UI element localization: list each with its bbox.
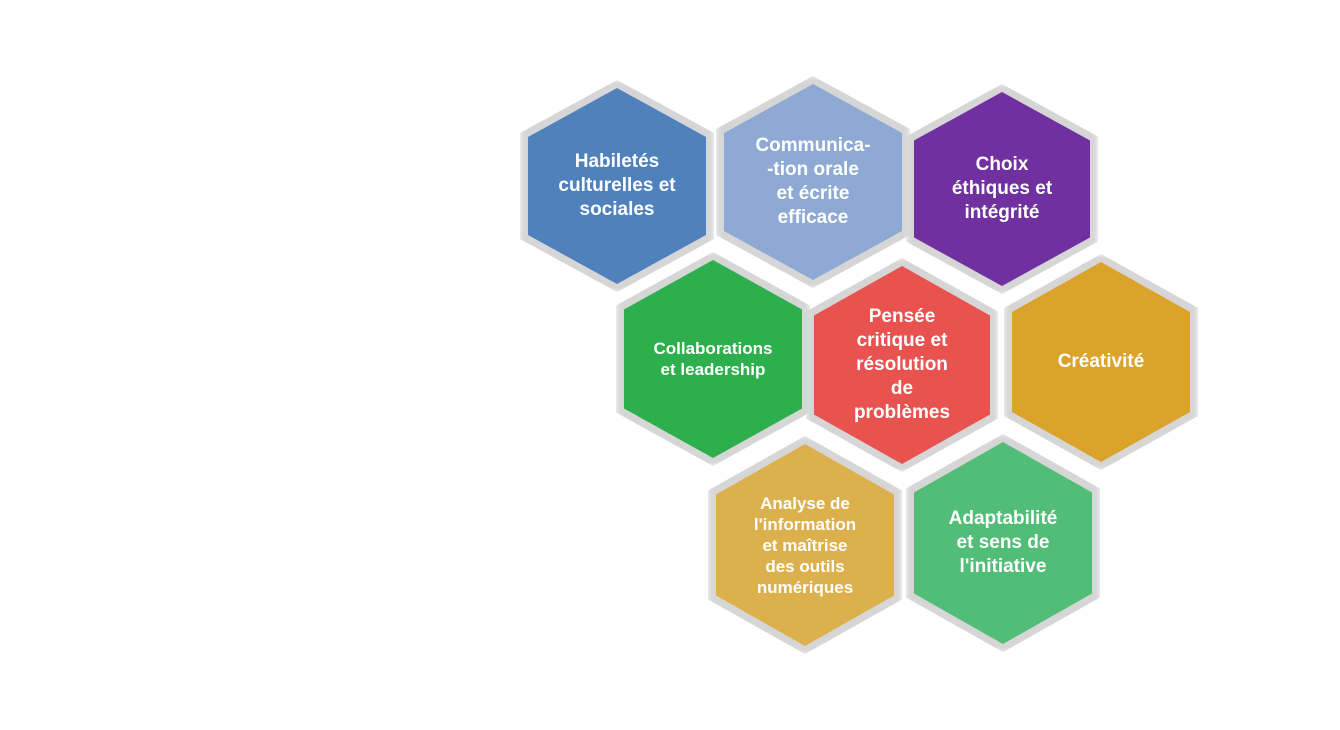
hexagon-collaborations: Collaborations et leadership: [616, 252, 810, 466]
hexagon-fill: Communica- -tion orale et écrite efficac…: [724, 84, 902, 280]
hexagon-pensee-critique: Pensée critique et résolution de problèm…: [806, 258, 998, 472]
hexagon-label: Habiletés culturelles et sociales: [558, 151, 676, 220]
hexagon-choix-ethiques: Choix éthiques et intégrité: [906, 84, 1098, 294]
hexagon-label: Analyse de l'information et maîtrise des…: [753, 493, 857, 597]
hexagon-fill: Analyse de l'information et maîtrise des…: [716, 444, 894, 646]
hexagon-label: Créativité: [1057, 351, 1145, 372]
hexagon-analyse-information: Analyse de l'information et maîtrise des…: [708, 436, 902, 654]
hexagon-label: Communica- -tion orale et écrite efficac…: [755, 135, 871, 228]
hexagon-fill: Habiletés culturelles et sociales: [528, 88, 706, 284]
hexagon-label: Adaptabilité et sens de l'initiative: [948, 508, 1058, 577]
hexagon-label: Pensée critique et résolution de problèm…: [853, 306, 951, 423]
hexagon-adaptabilite: Adaptabilité et sens de l'initiative: [906, 434, 1100, 652]
hexagon-communication: Communica- -tion orale et écrite efficac…: [716, 76, 910, 288]
hexagon-creativite: Créativité: [1004, 254, 1198, 470]
hexagon-label: Collaborations et leadership: [653, 339, 773, 379]
hexagon-habiletes-culturelles: Habiletés culturelles et sociales: [520, 80, 714, 292]
hexagon-fill: Collaborations et leadership: [624, 260, 802, 458]
hexagon-label: Choix éthiques et intégrité: [951, 154, 1053, 223]
